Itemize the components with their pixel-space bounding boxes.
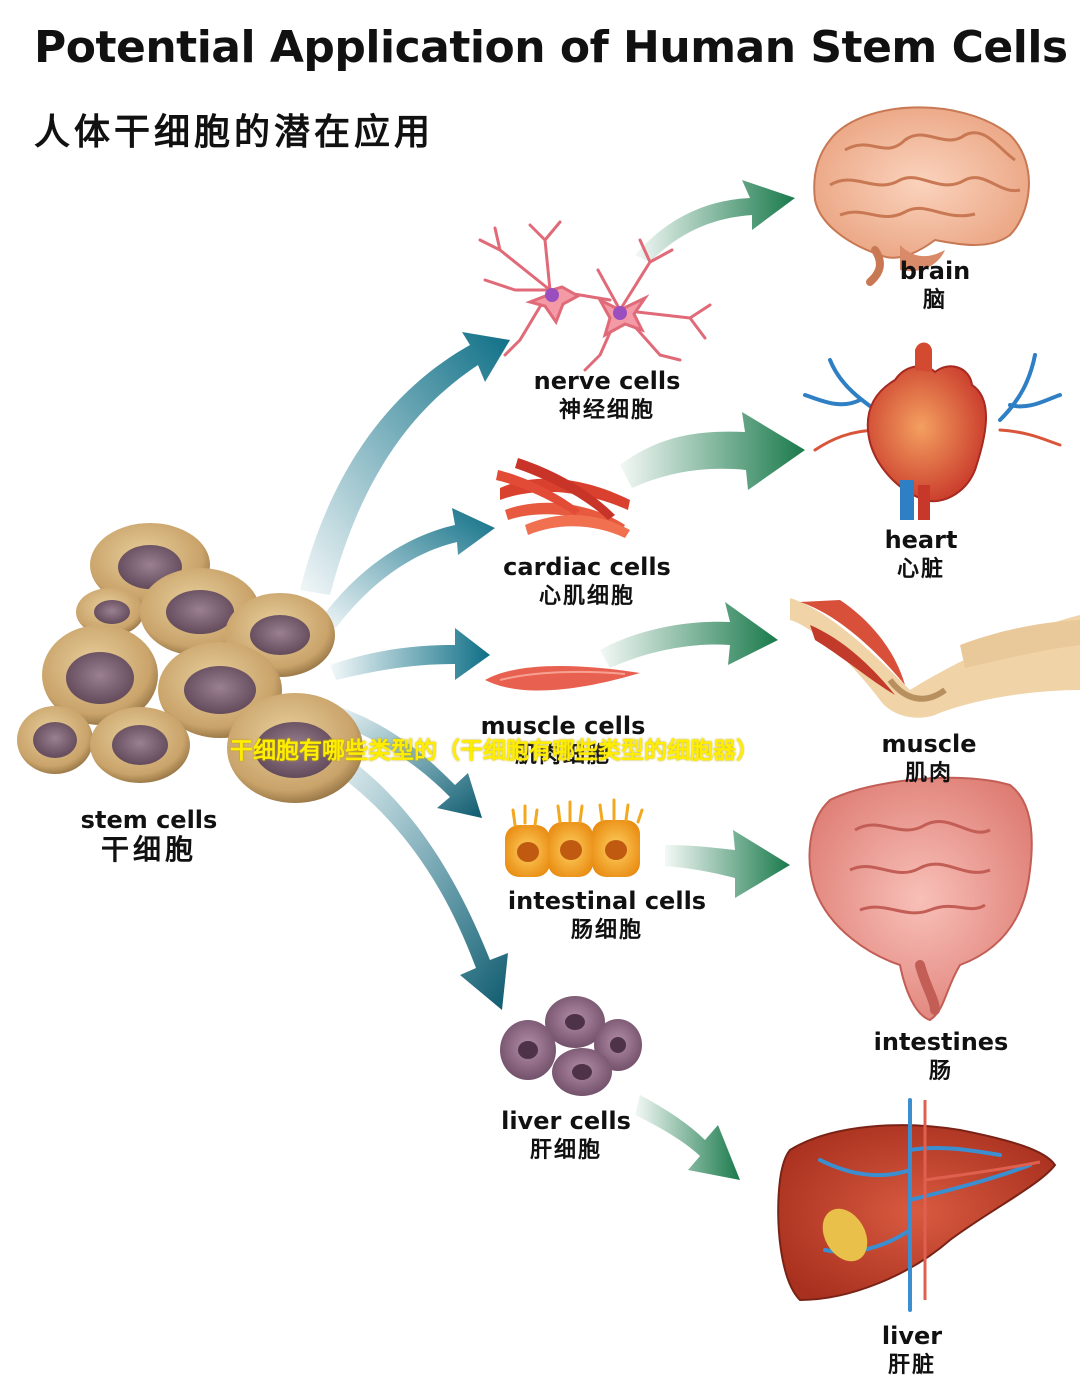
intestinal-cells-label: intestinal cells 肠细胞	[508, 886, 706, 946]
liver-cells-label-zh: 肝细胞	[529, 1138, 602, 1163]
liver-cells-label: liver cells 肝细胞	[501, 1106, 631, 1166]
overlay-caption: 干细胞有哪些类型的（干细胞有哪些类型的细胞器）	[230, 738, 759, 764]
arrow-musclecell-to-muscle	[600, 602, 778, 668]
arrow-to-liver	[318, 745, 508, 1010]
heart-label-zh: 心脏	[896, 557, 945, 582]
nerve-cells-label-zh: 神经细胞	[558, 398, 655, 423]
intestines-label-en: intestines	[873, 1028, 1009, 1056]
muscle-label-en: muscle	[881, 730, 977, 758]
arrow-to-nerve	[300, 332, 510, 595]
muscle-label-zh: 肌肉	[904, 761, 954, 786]
brain-label-zh: 脑	[922, 288, 947, 313]
heart-label-en: heart	[884, 526, 958, 554]
muscle-cells-label-en: muscle cells	[480, 712, 646, 740]
stem-cells-label: stem cells 干细胞	[81, 805, 218, 865]
brain-label-en: brain	[899, 257, 971, 285]
stem-cell-cluster	[17, 523, 363, 803]
nerve-cells-label: nerve cells 神经细胞	[534, 366, 681, 426]
muscle-cell-illustration	[485, 665, 640, 691]
nerve-cells-label-en: nerve cells	[533, 367, 681, 395]
page-subtitle: 人体干细胞的潜在应用	[34, 112, 435, 153]
cardiac-cells-label: cardiac cells 心肌细胞	[503, 552, 671, 612]
intestines-label: intestines 肠	[874, 1027, 1009, 1087]
brain-illustration	[813, 106, 1030, 286]
arrow-intestinal-to-intestines	[665, 830, 790, 898]
arrow-liver-to-liverorgan	[635, 1095, 740, 1180]
intestinal-cells-label-en: intestinal cells	[507, 887, 707, 915]
liver-illustration	[777, 1098, 1057, 1312]
liver-label-zh: 肝脏	[887, 1353, 936, 1378]
arrow-to-intestinal	[328, 705, 482, 818]
arrow-cardiac-to-heart	[620, 412, 805, 490]
intestines-label-zh: 肠	[928, 1059, 954, 1084]
intestinal-cells-label-zh: 肠细胞	[570, 918, 643, 943]
liver-cells-label-en: liver cells	[501, 1107, 631, 1135]
cardiac-cells-illustration	[496, 458, 630, 538]
heart-label: heart 心脏	[885, 525, 958, 585]
arrow-to-muscle	[330, 628, 490, 680]
muscle-arm-illustration	[790, 598, 1080, 718]
nerve-cells-illustration	[478, 220, 712, 372]
liver-label: liver 肝脏	[882, 1321, 942, 1381]
page-title: Potential Application of Human Stem Cell…	[34, 22, 1068, 73]
muscle-cells-label-zh: 肌肉细胞	[514, 743, 611, 768]
cardiac-cells-label-zh: 心肌细胞	[538, 584, 635, 609]
heart-illustration	[803, 342, 1062, 520]
stem-cells-label-en: stem cells	[80, 806, 218, 834]
intestines-illustration	[808, 776, 1033, 1022]
arrow-to-cardiac	[320, 508, 495, 628]
stem-cells-label-zh: 干细胞	[100, 833, 198, 866]
intestinal-cells-illustration	[505, 798, 644, 877]
liver-label-en: liver	[881, 1322, 943, 1350]
liver-cells-illustration	[500, 996, 642, 1096]
arrow-nerve-to-brain	[635, 180, 795, 262]
muscle-label: muscle 肌肉	[881, 729, 976, 789]
muscle-cells-label: muscle cells 肌肉细胞	[481, 711, 646, 771]
cardiac-cells-label-en: cardiac cells	[503, 553, 671, 581]
brain-label: brain 脑	[900, 256, 971, 316]
